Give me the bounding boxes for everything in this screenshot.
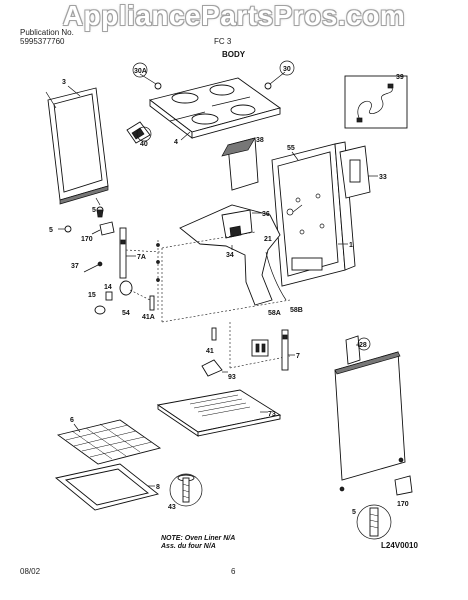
callout-label: 54 — [122, 310, 130, 317]
heat-shield — [179, 204, 287, 306]
callout-label: 21 — [264, 236, 272, 243]
diagram-code: L24V0010 — [381, 541, 418, 550]
callout-label: 28 — [359, 342, 367, 349]
broiler-pan — [54, 463, 159, 511]
publication-label: Publication No. — [20, 28, 74, 37]
callout-label: 40 — [140, 141, 148, 148]
callout-label: 8 — [156, 484, 160, 491]
foot-93 — [201, 359, 223, 377]
leveling-leg-43 — [169, 473, 203, 507]
screw-37 — [83, 261, 103, 273]
callout-label: 6 — [70, 417, 74, 424]
callout-label: 36 — [262, 211, 270, 218]
callouts: 3 30A 30 39 4 40 38 55 33 5 5 170 36 21 — [49, 60, 409, 516]
hardware-left — [64, 206, 115, 236]
bracket-38 — [221, 137, 259, 191]
oven-cavity-outline — [161, 231, 291, 369]
callout-label: 73 — [268, 411, 276, 418]
site-watermark: AppliancePartsPros.com — [62, 0, 406, 31]
note: NOTE: Oven Liner N/A Ass. du four N/A — [161, 535, 235, 551]
cooktop — [148, 77, 282, 139]
callout-label: 38 — [256, 137, 264, 144]
callout-label: 170 — [81, 236, 93, 243]
publication-number: 5995377760 — [20, 37, 65, 46]
callout-label: 58B — [290, 307, 303, 314]
callout-label: 43 — [168, 504, 176, 511]
footer-date: 08/02 — [20, 567, 41, 576]
bracket-28 — [345, 335, 361, 365]
hinge-7a — [119, 227, 161, 279]
diagram-title: BODY — [222, 50, 246, 59]
callout-label: 4 — [174, 139, 178, 146]
callout-label: 34 — [226, 252, 234, 259]
part-21 — [286, 204, 303, 216]
callout-label: 7A — [137, 254, 146, 261]
note-line-1: NOTE: Oven Liner N/A — [161, 535, 236, 542]
bracket-30a — [139, 73, 162, 90]
callout-label: 30A — [134, 68, 147, 75]
callout-label: 7 — [296, 353, 300, 360]
callout-label: 5 — [92, 207, 96, 214]
leveling-leg-right — [339, 457, 413, 540]
back-guard-33 — [339, 145, 371, 199]
callout-label: 170 — [397, 501, 409, 508]
callout-label: 93 — [228, 374, 236, 381]
callout-label: 39 — [396, 74, 404, 81]
callout-label: 30 — [283, 66, 291, 73]
callout-label: 3 — [62, 79, 66, 86]
clip-40 — [126, 121, 151, 144]
callout-label: 5 — [49, 227, 53, 234]
callout-label: 15 — [88, 292, 96, 299]
screw-30 — [264, 71, 286, 90]
side-panel-left — [45, 87, 109, 205]
bolt-41a — [149, 240, 160, 311]
small-parts — [94, 280, 151, 315]
bottom-panel-73 — [156, 389, 282, 437]
hinge-7 — [211, 327, 289, 371]
callout-label: 14 — [104, 284, 112, 291]
footer-page: 6 — [231, 567, 236, 576]
callout-label: 37 — [71, 263, 79, 270]
callout-label: 58A — [268, 310, 281, 317]
rear-panel — [271, 141, 356, 287]
callout-label: 41A — [142, 314, 155, 321]
callout-label: 55 — [287, 145, 295, 152]
callout-label: 33 — [379, 174, 387, 181]
side-panel-right — [334, 351, 406, 481]
note-line-2: Ass. du four N/A — [161, 543, 216, 550]
oven-rack — [56, 419, 162, 465]
model-number: FC 3 — [214, 37, 232, 46]
wire-harness — [344, 75, 408, 129]
callout-label: 41 — [206, 348, 214, 355]
callout-label: 5 — [352, 509, 356, 516]
callout-label: 1 — [349, 242, 353, 249]
